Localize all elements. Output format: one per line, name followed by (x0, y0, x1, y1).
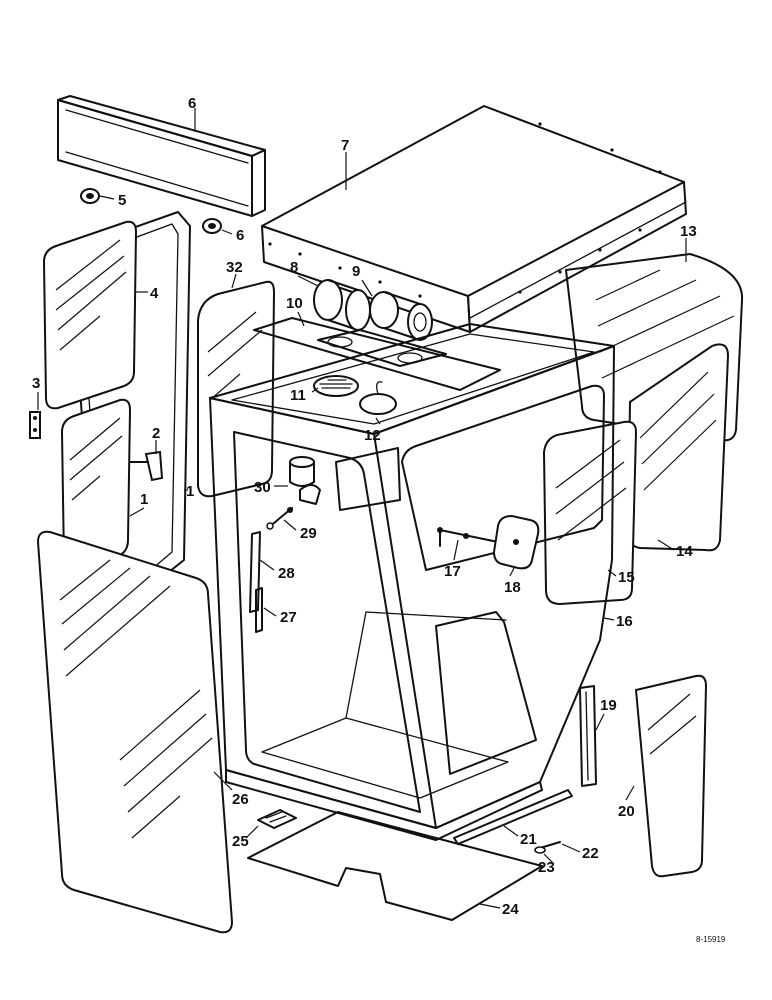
callout-31: 30 (254, 479, 271, 496)
callout-32: 32 (226, 259, 243, 276)
part-31-wiper-motor (289, 456, 321, 505)
part-13-dome-light (359, 381, 397, 415)
callout-6-left: 5 (118, 192, 126, 209)
callout-2: 1 (140, 491, 148, 508)
callout-10: 9 (352, 263, 360, 280)
part-27-front-glass (36, 530, 234, 934)
part-30-wiper-linkage (266, 507, 293, 530)
callout-14: 13 (680, 223, 697, 240)
drawing-code: 8-15919 (696, 935, 726, 944)
part-18-mirror-bracket (437, 527, 499, 547)
part-17-cab-frame (209, 323, 615, 841)
callout-8: 7 (341, 137, 349, 154)
part-5-upper-door-glass (42, 220, 138, 410)
callout-15: 14 (676, 543, 693, 560)
callout-5: 4 (150, 285, 159, 302)
callout-28: 27 (280, 609, 297, 626)
part-19-mirror (492, 514, 540, 570)
callout-4: 3 (32, 375, 40, 392)
callout-6-right: 6 (236, 227, 244, 244)
part-7-visor-panel (57, 95, 266, 217)
callout-13: 12 (364, 427, 381, 444)
part-2-lower-door-glass (60, 398, 132, 574)
callout-23: 22 (582, 845, 599, 862)
callout-19: 18 (504, 579, 521, 596)
callout-12: 11 (290, 387, 306, 404)
part-26-pedal-pad (257, 809, 297, 829)
part-24-clip (534, 846, 546, 854)
part-9-blower-motor (313, 279, 371, 331)
part-10-blower-wheel (369, 291, 433, 341)
part-6-grommet-right (202, 218, 222, 234)
part-6-grommet-left (80, 188, 100, 204)
part-4-door-handle (29, 411, 41, 439)
part-3-latch (129, 450, 164, 482)
callout-18: 17 (444, 563, 461, 580)
callout-3: 2 (152, 425, 160, 442)
callout-26: 25 (232, 833, 249, 850)
part-20-seal-strip (579, 685, 597, 787)
callout-7: 6 (188, 95, 196, 112)
part-21-small-window (634, 674, 708, 878)
callout-24: 23 (538, 859, 555, 876)
callout-labels: 6 7 5 6 4 3 2 1 1 8 9 10 32 11 12 13 14 … (32, 95, 697, 918)
leader-lines (37, 108, 687, 909)
callout-17: 16 (616, 613, 633, 630)
part-22-sill-strip (453, 789, 573, 845)
part-28-wiper-blade (255, 587, 263, 633)
part-25-floor-mat (247, 811, 543, 921)
callout-25: 24 (502, 901, 519, 918)
callout-1: 1 (186, 483, 194, 500)
part-29-wiper-arm (249, 531, 261, 613)
callout-11: 10 (286, 295, 303, 312)
callout-20: 19 (600, 697, 617, 714)
callout-29: 28 (278, 565, 295, 582)
callout-21: 20 (618, 803, 635, 820)
callout-30: 29 (300, 525, 317, 542)
callout-22: 21 (520, 831, 537, 848)
callout-27: 26 (232, 791, 249, 808)
part-12-grille (313, 375, 359, 397)
part-11-housing-plate (253, 317, 501, 391)
callout-16: 15 (618, 569, 635, 586)
callout-9: 8 (290, 259, 298, 276)
